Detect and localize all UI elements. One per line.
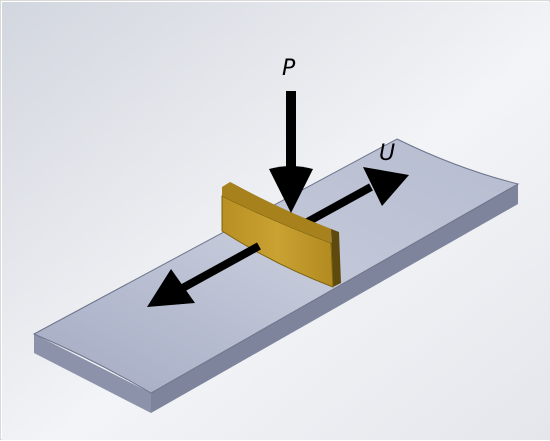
friction-pad [221,182,341,288]
plate-right-edge [151,184,518,413]
pad-side-face [331,229,341,287]
force-arrow-shaft [286,91,296,179]
plate-top-surface [32,138,520,394]
force-arrowhead [269,166,313,213]
displacement-arrowhead-left [147,269,195,307]
displacement-arrowhead-right [363,167,409,206]
force-label: P [282,56,296,81]
displacement-label: U [379,141,395,166]
force-arrow [269,91,313,213]
displacement-arrow-shaft-left [177,242,261,294]
displacement-arrow-front [147,242,261,307]
pad-upper-band [222,182,331,243]
plate-front-edge [34,334,151,413]
